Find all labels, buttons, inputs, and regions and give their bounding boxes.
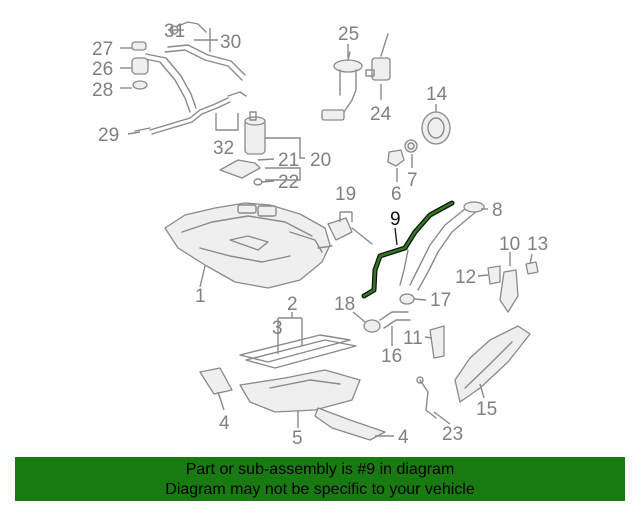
clamp-18	[363, 319, 381, 333]
callout-1: 1	[195, 286, 206, 307]
callout-2: 2	[287, 294, 298, 315]
callout-24: 24	[370, 104, 392, 125]
callout-11: 11	[403, 328, 423, 349]
hose-16	[379, 311, 411, 329]
fuel-tank-cap-14	[421, 111, 451, 145]
filler-bracket-10	[499, 269, 519, 313]
callout-20: 20	[310, 150, 331, 171]
vapor-hose-assembly	[134, 21, 247, 135]
callout-12: 12	[455, 267, 476, 288]
skid-plate-5	[239, 369, 361, 413]
callout-31: 31	[164, 21, 185, 42]
callout-labels: 31 30 27 26 28 29 32 21 20 22 25 24 14 6…	[92, 21, 548, 449]
callout-26: 26	[92, 59, 113, 80]
breather-19	[327, 217, 373, 245]
notice-part-number: Part or sub-assembly is #9 in diagram	[185, 461, 455, 478]
callout-9[interactable]: 9	[390, 209, 401, 230]
leader-lines	[120, 28, 533, 437]
callout-6: 6	[391, 184, 402, 205]
callout-5: 5	[292, 428, 303, 449]
callout-4-left: 4	[219, 413, 230, 434]
callout-16: 16	[381, 346, 402, 367]
callout-10: 10	[499, 234, 520, 255]
notice-disclaimer: Diagram may not be specific to your vehi…	[165, 481, 475, 498]
bracket-23	[416, 376, 437, 419]
callout-18: 18	[334, 294, 355, 315]
callout-21: 21	[278, 150, 299, 171]
sender-bracket-24	[365, 33, 391, 81]
highlighted-part-9-fuel-filler-pipe[interactable]	[361, 200, 455, 299]
fuel-pump-assembly-20	[219, 111, 266, 186]
fuel-tank-1	[164, 202, 333, 289]
gasket-7	[404, 139, 418, 153]
callout-25: 25	[338, 24, 359, 45]
valve-part-26-27-28	[131, 41, 149, 90]
callout-3: 3	[272, 318, 283, 339]
callout-30: 30	[220, 32, 241, 53]
callout-15: 15	[476, 399, 497, 420]
callout-19: 19	[335, 184, 356, 205]
callout-23: 23	[442, 424, 463, 445]
clamp-17	[399, 293, 415, 305]
callout-17: 17	[430, 290, 451, 311]
clip-13	[525, 261, 539, 275]
bracket-11	[429, 325, 445, 359]
cap-6	[387, 149, 405, 167]
bracket-12	[487, 265, 501, 285]
diagram-notice-banner: Part or sub-assembly is #9 in diagram Di…	[15, 457, 625, 501]
callout-8: 8	[492, 200, 503, 221]
callout-29: 29	[98, 125, 119, 146]
callout-7: 7	[407, 170, 418, 191]
callout-14: 14	[426, 84, 448, 105]
callout-4-right: 4	[398, 427, 409, 448]
fuel-sender-gauge-25	[321, 51, 363, 121]
fuel-system-exploded-diagram: 31 30 27 26 28 29 32 21 20 22 25 24 14 6…	[92, 21, 548, 449]
callout-22: 22	[278, 172, 299, 193]
protector-4-bottom	[314, 407, 386, 441]
protector-4-left	[199, 367, 233, 395]
callout-32: 32	[213, 138, 234, 159]
callout-28: 28	[92, 80, 113, 101]
callout-13: 13	[527, 234, 548, 255]
heat-shield-15	[454, 325, 531, 403]
tank-straps-2-3	[239, 334, 357, 369]
fuel-filler-neck-8	[399, 201, 485, 291]
callout-27: 27	[92, 39, 113, 60]
